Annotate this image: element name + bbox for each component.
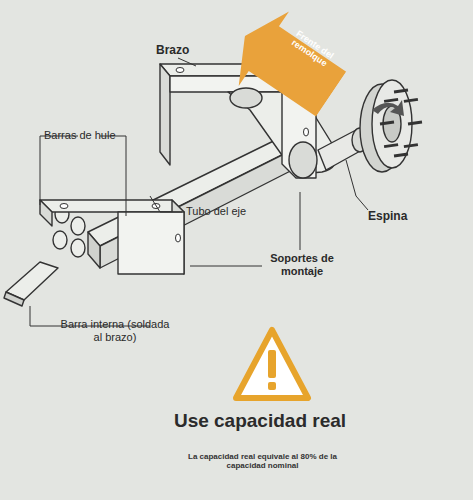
leader-line [178,58,196,66]
part-label: Espina [368,210,428,224]
direction-arrow: Frente del remolque [220,0,357,131]
leader-line [300,192,301,250]
part-label: Tubo del eje [186,205,276,218]
arrow-shape [220,0,357,131]
warning-triangle [236,330,308,398]
leader-line [190,266,262,267]
rotation-arrow [372,100,404,116]
part-label: Soportes de montaje [258,252,346,277]
leader-line [150,196,182,212]
part-label: La capacidad real equivale al 80% de la … [170,452,355,470]
leader-line [40,136,78,205]
inner-bar [6,262,58,300]
leader-line [346,160,368,210]
part-label: Brazo [156,44,216,58]
mounting-bracket [40,200,184,212]
part-label: Use capacidad real [150,410,370,432]
part-label: Barra interna (soldada al brazo) [60,318,170,343]
leader-line [100,136,126,216]
part-label: Barras de hule [44,129,144,142]
